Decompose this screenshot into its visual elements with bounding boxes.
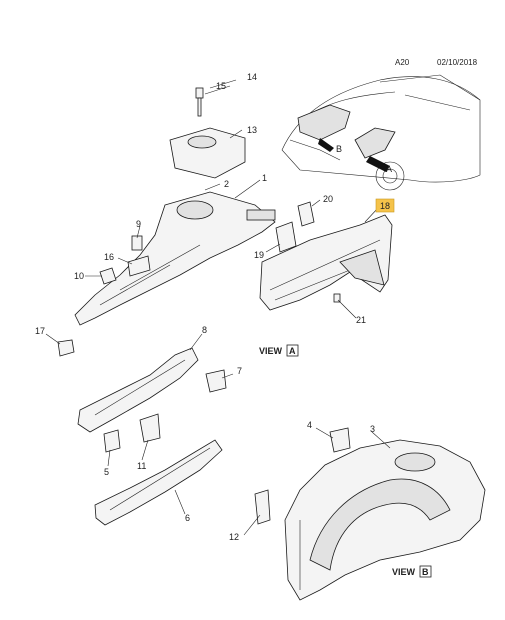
front-structure-highlight (297, 104, 351, 141)
part-5-bracket (103, 429, 121, 453)
part-21-nut (333, 293, 341, 303)
part-1-strut-tower (74, 191, 276, 326)
arrow-a-icon (366, 156, 390, 172)
callout-20: 20 (323, 194, 333, 204)
part-18-rail (259, 214, 393, 311)
callout-3: 3 (370, 424, 375, 434)
callout-8: 8 (202, 325, 207, 335)
callout-18: 18 (380, 201, 390, 211)
car-overview-illustration: B A (281, 74, 481, 191)
part-8-rail (77, 347, 199, 433)
callout-5: 5 (104, 467, 109, 477)
view-b-label: VIEW B (392, 565, 432, 578)
callout-18-highlight: 18 (375, 198, 395, 213)
callout-4: 4 (307, 420, 312, 430)
part-10-bracket (99, 267, 117, 285)
part-4-bracket (329, 427, 351, 453)
callout-9: 9 (136, 219, 141, 229)
car-marker-a: A (386, 164, 392, 174)
car-marker-b: B (336, 144, 342, 154)
callout-1: 1 (262, 173, 267, 183)
callout-2: 2 (224, 179, 229, 189)
part-11-bracket (139, 413, 161, 443)
callout-21: 21 (356, 315, 366, 325)
page-code: A20 (395, 58, 410, 67)
part-17-bracket (57, 339, 75, 357)
svg-text:A: A (289, 346, 296, 356)
callout-11: 11 (137, 461, 146, 471)
callout-labels: 14 15 13 2 1 9 10 16 17 18 20 19 21 8 7 … (35, 72, 395, 542)
svg-text:VIEW: VIEW (392, 567, 416, 577)
part-7-bracket (205, 369, 227, 393)
part-3-wheelhouse (284, 439, 486, 601)
callout-6: 6 (185, 513, 190, 523)
part-13-cover (169, 127, 246, 179)
wheelhouse-highlight (354, 127, 396, 159)
callout-10: 10 (74, 271, 84, 281)
part-20-bracket (297, 201, 315, 227)
callout-14: 14 (247, 72, 257, 82)
svg-text:B: B (422, 567, 429, 577)
part-19-plate (275, 221, 297, 253)
part-16-clip (127, 255, 151, 277)
date-label: 02/10/2018 (437, 58, 478, 67)
arrow-b-icon (318, 138, 334, 152)
svg-text:VIEW: VIEW (259, 346, 283, 356)
callout-13: 13 (247, 125, 257, 135)
view-a-label: VIEW A (259, 344, 299, 357)
callout-17: 17 (35, 326, 45, 336)
callout-12: 12 (229, 532, 239, 542)
part-15-bolt (195, 87, 204, 117)
part-12-bracket (254, 489, 271, 525)
part-9-bracket (131, 235, 143, 251)
callout-19: 19 (254, 250, 264, 260)
part-6-lower-rail (94, 439, 223, 526)
callout-15: 15 (216, 81, 226, 91)
callout-7: 7 (237, 366, 242, 376)
callout-16: 16 (104, 252, 114, 262)
